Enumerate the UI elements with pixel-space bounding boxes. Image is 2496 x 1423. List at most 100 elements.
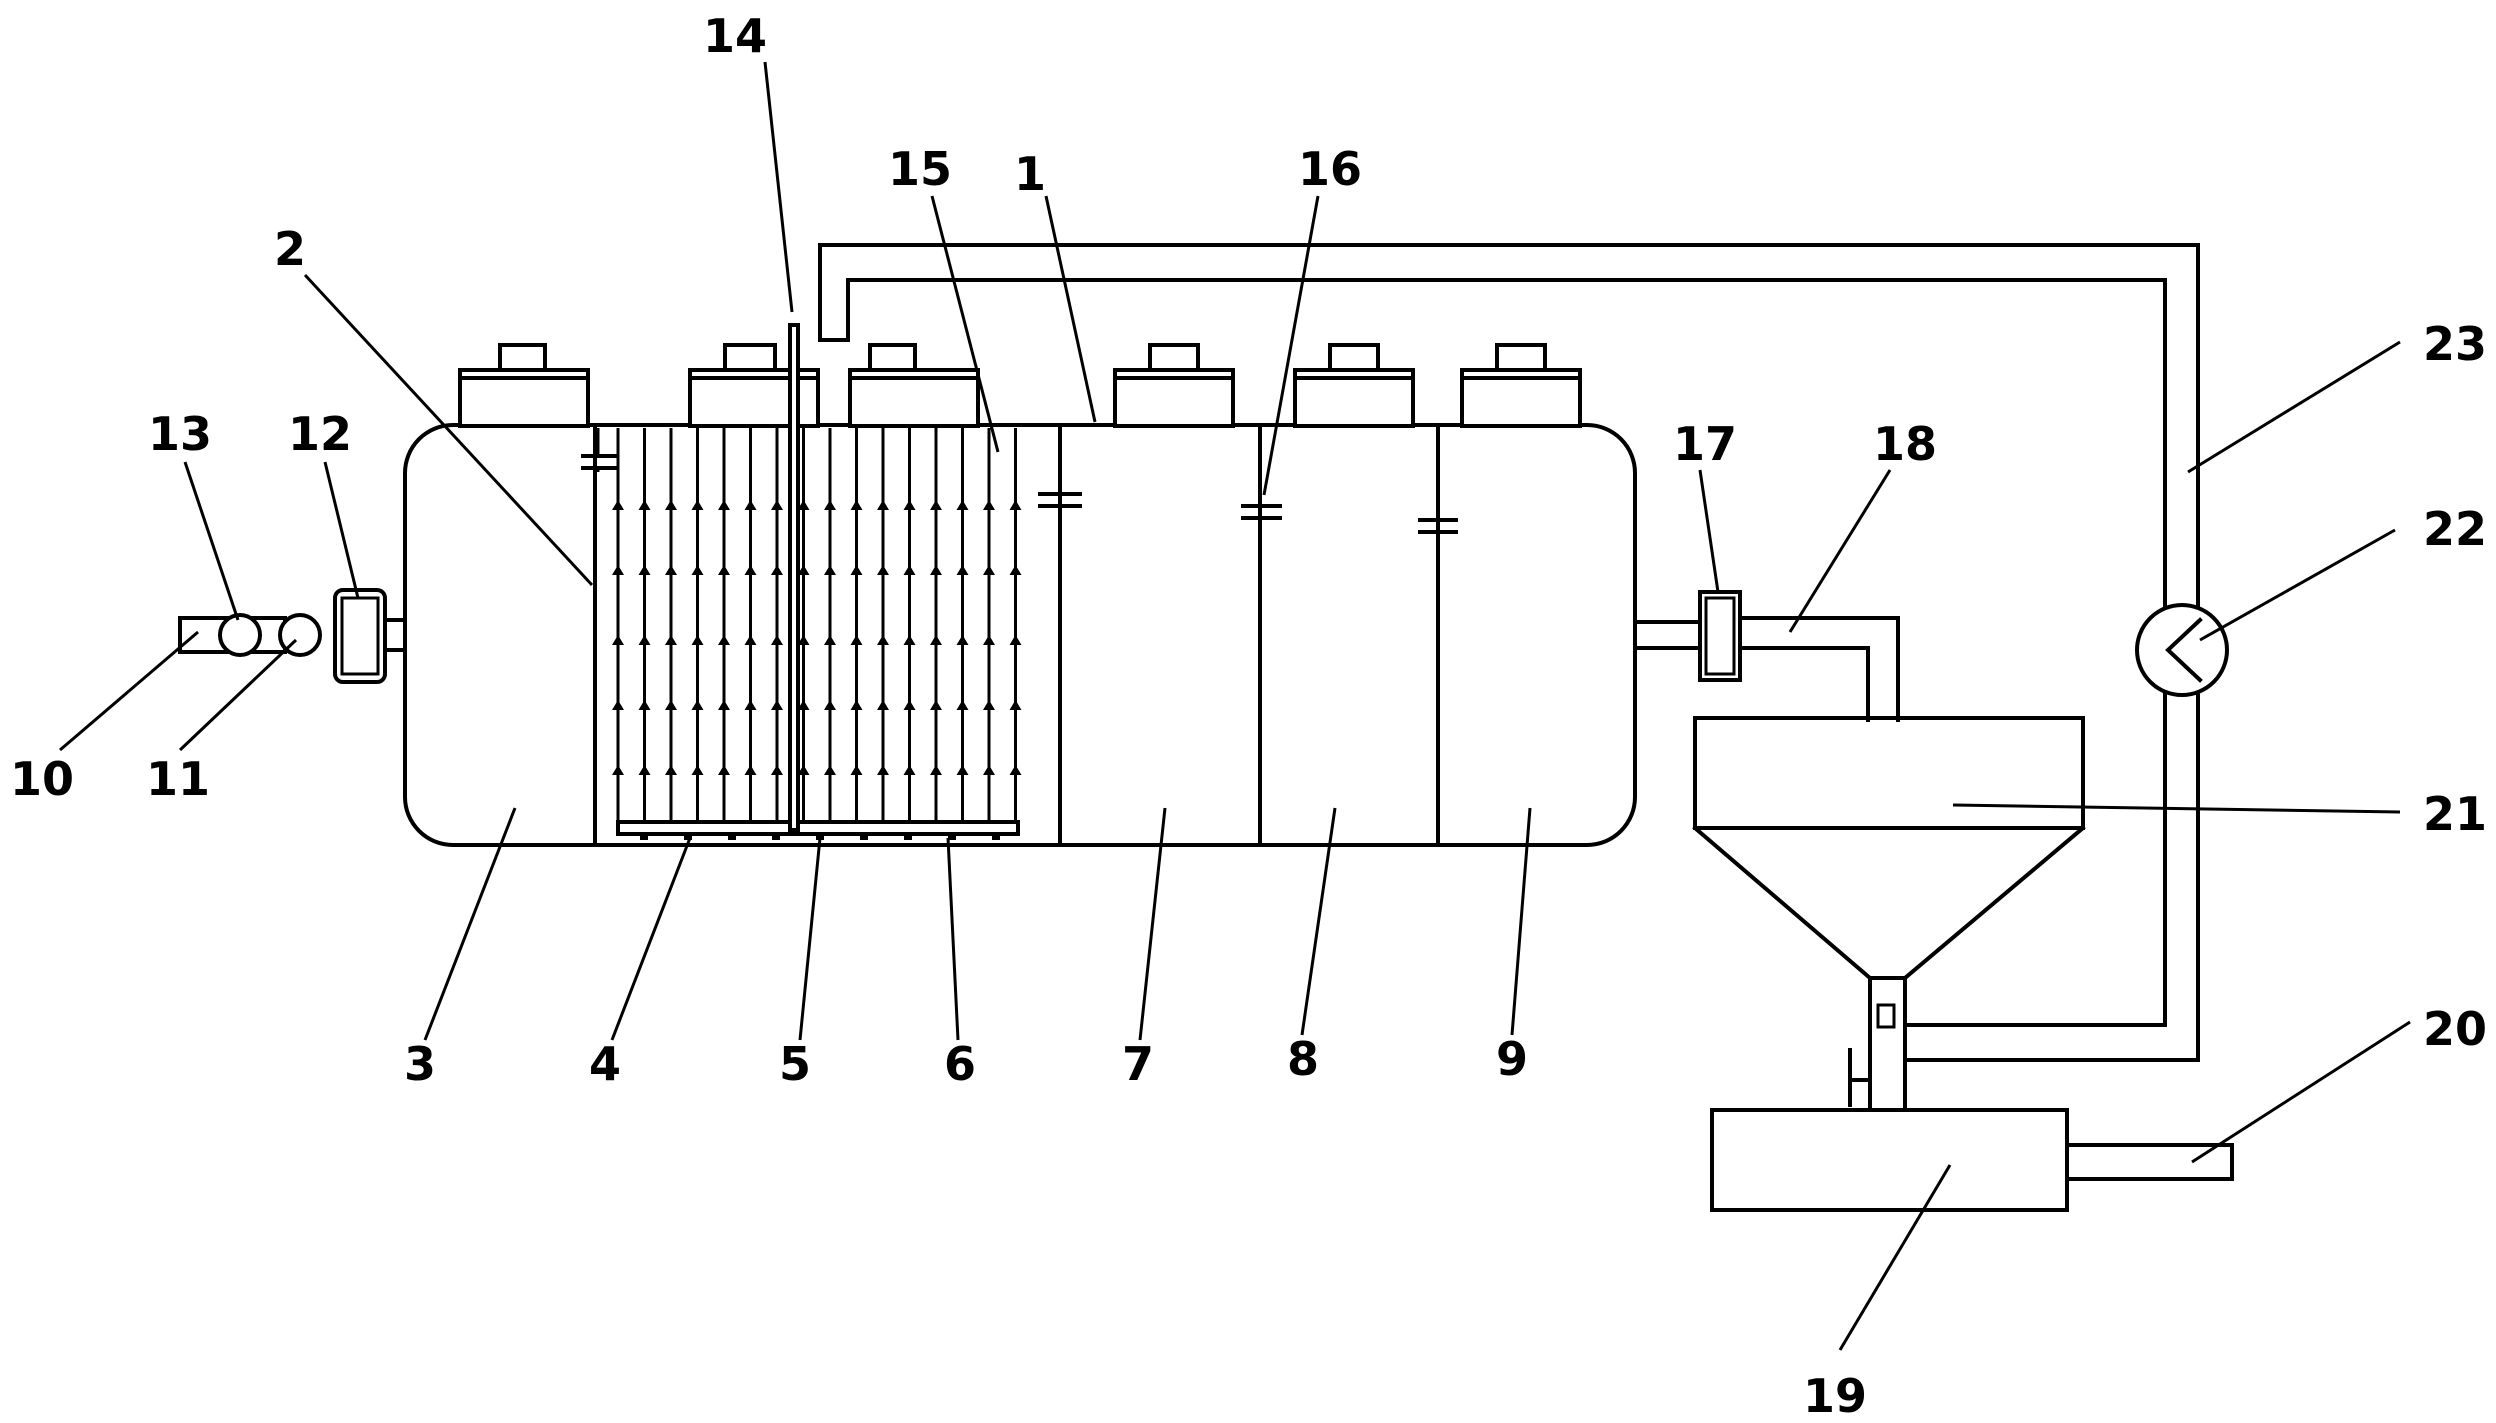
aeration-arrow — [824, 765, 836, 775]
aeration-arrow — [877, 765, 889, 775]
lid-6 — [1460, 343, 1582, 428]
aerator-nozzle — [816, 834, 824, 840]
aerator-nozzle — [992, 834, 1000, 840]
aeration-arrow — [638, 700, 651, 710]
aeration-arrow — [1009, 635, 1022, 645]
aeration-arrow — [1009, 500, 1022, 510]
label-5: 5 — [779, 1037, 811, 1091]
aeration-arrow — [903, 765, 916, 775]
aeration-arrow — [744, 500, 757, 510]
aeration-arrow — [718, 565, 730, 575]
aeration-arrow — [691, 565, 704, 575]
aeration-arrow — [612, 700, 624, 710]
aeration-arrow — [797, 565, 810, 575]
aeration-arrow — [638, 500, 651, 510]
label-7: 7 — [1122, 1037, 1154, 1091]
label-19: 19 — [1803, 1369, 1867, 1423]
lid-5 — [1293, 343, 1415, 428]
aerator-nozzle — [904, 834, 912, 840]
label-3: 3 — [404, 1037, 436, 1091]
aeration-arrow — [824, 565, 836, 575]
aeration-arrow — [850, 635, 863, 645]
outlet-assembly — [1633, 590, 1900, 722]
aeration-arrow — [718, 765, 730, 775]
label-22: 22 — [2423, 502, 2487, 556]
aeration-arrow — [638, 765, 651, 775]
aeration-arrow — [797, 700, 810, 710]
aeration-arrow — [771, 700, 783, 710]
label-8: 8 — [1287, 1032, 1319, 1086]
aeration-arrow — [983, 700, 995, 710]
label-20: 20 — [2423, 1002, 2487, 1056]
aeration-arrow — [1009, 565, 1022, 575]
aeration-arrow — [850, 500, 863, 510]
aeration-arrow — [956, 565, 969, 575]
aeration-arrow — [1009, 765, 1022, 775]
return-pipe — [818, 243, 2200, 1062]
return-pump — [2135, 603, 2229, 697]
aerator-nozzle — [684, 834, 692, 840]
aeration-arrow — [691, 500, 704, 510]
aeration-arrow — [691, 765, 704, 775]
aeration-arrow — [771, 635, 783, 645]
aeration-columns — [612, 428, 1022, 820]
aeration-arrow — [983, 765, 995, 775]
aeration-arrow — [744, 765, 757, 775]
label-14: 14 — [703, 9, 767, 63]
aeration-arrow — [877, 500, 889, 510]
aeration-arrow — [930, 765, 942, 775]
aeration-arrow — [930, 635, 942, 645]
aeration-arrow — [665, 635, 677, 645]
aeration-arrow — [612, 635, 624, 645]
aeration-arrow — [850, 565, 863, 575]
label-16: 16 — [1298, 142, 1362, 196]
label-15: 15 — [888, 142, 952, 196]
aeration-arrow — [638, 635, 651, 645]
aeration-arrow — [930, 565, 942, 575]
aeration-arrow — [797, 635, 810, 645]
aeration-arrow — [903, 500, 916, 510]
aerator-nozzle — [728, 834, 736, 840]
aerator-nozzle — [948, 834, 956, 840]
aeration-arrow — [665, 500, 677, 510]
label-23: 23 — [2423, 317, 2487, 371]
label-4: 4 — [589, 1037, 621, 1091]
aeration-arrow — [718, 500, 730, 510]
aeration-arrow — [691, 700, 704, 710]
aeration-arrow — [718, 700, 730, 710]
labels: 1 2 3 4 5 6 7 8 9 10 11 12 13 14 15 16 1… — [10, 9, 2487, 1423]
sludge-box — [1710, 1108, 2234, 1212]
aeration-arrow — [824, 635, 836, 645]
aeration-arrow — [771, 765, 783, 775]
aeration-arrow — [877, 700, 889, 710]
label-6: 6 — [944, 1037, 976, 1091]
aeration-arrow — [903, 565, 916, 575]
aeration-arrow — [850, 765, 863, 775]
aeration-arrow — [665, 700, 677, 710]
label-9: 9 — [1496, 1032, 1528, 1086]
settling-tank — [1692, 716, 2086, 1112]
lid-1 — [458, 343, 590, 428]
aeration-arrow — [930, 500, 942, 510]
aeration-arrow — [877, 565, 889, 575]
aeration-arrow — [983, 635, 995, 645]
aeration-arrow — [612, 765, 624, 775]
label-12: 12 — [288, 407, 352, 461]
label-2: 2 — [274, 222, 306, 276]
aeration-arrow — [771, 500, 783, 510]
aeration-arrow — [956, 765, 969, 775]
label-17: 17 — [1673, 417, 1737, 471]
label-13: 13 — [148, 407, 212, 461]
label-11: 11 — [146, 752, 210, 806]
aeration-arrow — [638, 565, 651, 575]
aeration-arrow — [983, 565, 995, 575]
aeration-arrow — [744, 565, 757, 575]
aeration-arrow — [930, 700, 942, 710]
aeration-arrow — [612, 565, 624, 575]
aeration-arrow — [956, 635, 969, 645]
aerator-plate — [616, 820, 1020, 840]
aeration-arrow — [877, 635, 889, 645]
aeration-arrow — [691, 635, 704, 645]
aeration-arrow — [744, 700, 757, 710]
aerator-nozzle — [860, 834, 868, 840]
